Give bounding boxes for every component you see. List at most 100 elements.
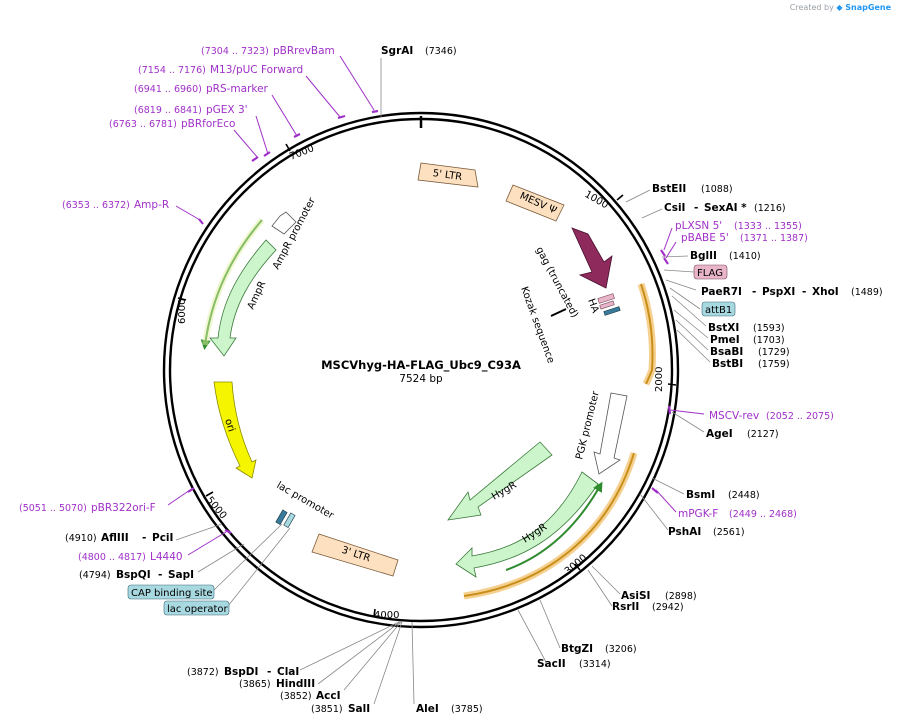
enzyme-sacii-pos: (3314) [579,659,611,670]
enzyme-bstbi[interactable]: BstBI [712,358,743,370]
attb1-box[interactable] [701,301,736,317]
enzyme-pspxi[interactable]: PspXI [762,286,795,298]
primer-pgex[interactable]: pGEX 3' [206,104,248,116]
enzyme-agei[interactable]: AgeI [706,428,733,440]
enzyme-sexai[interactable]: SexAI * [704,202,747,214]
leader-flag [663,269,695,273]
enzyme-csii[interactable]: CsiI [664,202,685,214]
enzyme-paer7i[interactable]: PaeR7I [701,286,742,298]
leader-csii [641,208,663,219]
enzyme-bglii-pos: (1410) [729,251,761,262]
cap-site-feature[interactable] [275,509,288,525]
primer-amp-r[interactable]: Amp-R [134,199,169,211]
credit: Created by ◆ SnapGene [790,3,891,12]
lac-operator-feature[interactable] [283,512,296,528]
enzyme-pmei[interactable]: PmeI [710,334,740,346]
enzyme-afliii[interactable]: AflIII [101,532,129,544]
enzyme-sacii[interactable]: SacII [537,658,566,670]
primer-mscv-rev[interactable]: MSCV-rev [709,410,759,422]
leader-attb1 [669,287,701,310]
attb1-feature[interactable] [603,306,621,316]
enzyme-pcii[interactable]: PciI [152,532,173,544]
enzyme-bspdi[interactable]: BspDI [224,666,258,678]
enzyme-sgrai[interactable]: SgrAI [381,45,413,57]
enzyme-pspxi-sep: - [752,286,756,298]
leader-cap [213,523,283,591]
ltr3-arrow[interactable] [311,533,399,577]
enzyme-bsmi[interactable]: BsmI [686,489,715,501]
plasmid-length: 7524 bp [399,373,443,385]
enzyme-acci[interactable]: AccI [316,690,340,702]
enzyme-clai-sep: - [267,666,271,678]
enzyme-clai[interactable]: ClaI [277,666,299,678]
mesv-arrow[interactable] [505,184,565,222]
orange-track-2-line [463,452,635,597]
enzyme-sapi-sep: - [158,569,162,581]
enzyme-xhoi[interactable]: XhoI [812,286,839,298]
enzyme-bspqi[interactable]: BspQI [116,569,151,581]
primer-plxsn[interactable]: pLXSN 5' [675,220,722,232]
primer-pbabe[interactable]: pBABE 5' [681,232,729,244]
mark-m13 [337,114,346,120]
primer-pbrrevbam[interactable]: pBRrevBam [273,45,335,57]
enzyme-btgzi[interactable]: BtgZI [561,643,593,655]
primer-pbrforeco[interactable]: pBRforEco [181,118,235,130]
leader-bsmi [651,477,685,495]
enzyme-asisi[interactable]: AsiSI [621,590,650,602]
leader-sapi [197,543,245,573]
primer-pbr322ori-f[interactable]: pBR322ori-F [91,502,156,514]
tick-5000 [205,491,214,497]
enzyme-bstxi[interactable]: BstXI [708,322,739,334]
kozak-label: Kozak sequence [518,285,556,365]
hygr-outer-arrow[interactable] [447,441,553,521]
primer-mscv-rev-pos: (2052 .. 2075) [766,411,834,422]
pgk-label: PGK promoter [574,389,602,460]
enzyme-rsrii[interactable]: RsrII [612,601,639,613]
leader-plxsn [663,227,673,251]
leader-pbabe [665,241,677,259]
enzyme-alei[interactable]: AleI [416,703,439,715]
leader-pgex [255,115,269,155]
pgk-promoter-arrow[interactable] [593,392,628,475]
enzyme-sali[interactable]: SalI [348,703,370,715]
enzyme-hindiii-pos: (3865) [239,679,271,690]
cap-site-box[interactable] [127,584,215,600]
leader-pbr322ori [167,489,191,506]
enzyme-bsteii[interactable]: BstEII [652,183,686,195]
primer-m13-pos: (7154 .. 7176) [138,65,206,76]
enzyme-sapi[interactable]: SapI [168,569,194,581]
enzyme-hindiii[interactable]: HindIII [276,678,315,690]
enzyme-sgrai-pos: (7346) [425,46,457,57]
leader-pbrrevbam [339,55,375,111]
tick-2000 [667,383,677,386]
ampr-highlight [202,218,265,346]
gag-arrow[interactable] [571,227,613,289]
ori-arrow[interactable] [213,381,257,479]
primer-m13[interactable]: M13/pUC Forward [210,64,303,76]
primer-mpgk-f[interactable]: mPGK-F [678,508,718,520]
mark-plxsn [660,249,666,257]
leader-sali [373,621,403,705]
enzyme-pshai[interactable]: PshAI [668,526,701,538]
ltr5-label: 5' LTR [432,168,463,183]
ltr5-arrow[interactable] [417,162,479,188]
flag-box[interactable] [693,264,728,280]
ampr-promoter-arrow[interactable] [271,211,297,235]
primer-l4440[interactable]: L4440 [150,551,183,563]
ampr-arrow[interactable] [209,239,277,357]
leader-paer7i [665,279,697,291]
ha-feature[interactable] [599,300,615,310]
kozak-feature[interactable] [550,308,567,317]
plasmid-name: MSCVhyg-HA-FLAG_Ubc9_C93A [321,358,521,373]
enzyme-bstbi-pos: (1759) [758,359,790,370]
flag-feature[interactable] [597,293,615,304]
enzyme-sexai-sep: - [694,202,698,214]
enzyme-bsabi[interactable]: BsaBI [710,346,743,358]
primer-prs-marker[interactable]: pRS-marker [206,83,269,95]
hygr-inner-arrow[interactable] [455,471,599,578]
enzyme-pshai-pos: (2561) [713,527,745,538]
enzyme-bglii[interactable]: BglII [690,250,717,262]
lac-operator-box[interactable] [163,600,230,616]
ampr-green-track [200,219,263,350]
gag-label: gag (truncated) [533,245,580,320]
